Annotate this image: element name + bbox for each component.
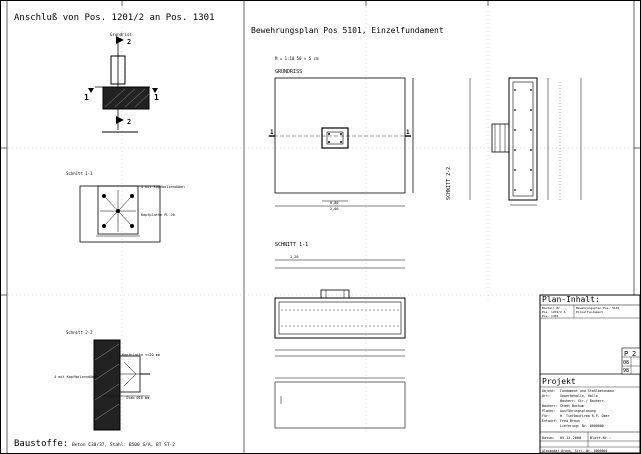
plan-inhalt-label: Plan-Inhalt:: [542, 295, 600, 304]
dim-080: 0,80: [330, 201, 338, 205]
tb-row-key: Planer:: [542, 409, 556, 413]
tb-row-key: Ort:: [542, 394, 550, 398]
tb-right-2: Einzelfundament: [576, 310, 603, 314]
schnitt-22-label: Schnitt 2-2: [66, 330, 93, 335]
tb-row-value: Fundament und Stahlbetonbau: [560, 389, 614, 393]
tb-row-key: Für:: [542, 414, 550, 418]
note-kopfplatte-t20: Kopfplatte t=20 mm: [122, 353, 160, 357]
datum-label: Datum:: [542, 436, 555, 440]
dim-200: 2,00: [330, 207, 338, 211]
baustoffe-detail: Beton C30/37, Stahl: B500 S/A, BT ST-2: [72, 442, 175, 448]
plan-marker-left: 1: [270, 129, 274, 136]
tb-row-key: Objekt:: [542, 389, 556, 393]
dotted-grid: [8, 7, 633, 432]
tb-row-value: Lieferung: Nr. 0000000: [560, 424, 604, 428]
note-stab: Stab Ø16 mm: [126, 395, 149, 400]
right-sheet-title: Bewehrungsplan Pos 5101, Einzelfundament: [251, 26, 444, 35]
plan-no-1: 2: [632, 350, 636, 358]
schnitt-11-label: Schnitt 1-1: [66, 171, 93, 176]
tb-row-key: Bauherr:: [542, 404, 558, 408]
schnitt-11-section: [274, 259, 406, 429]
tb-left-2: Pos. 1201/2 A: [542, 310, 566, 314]
plan-scale: M = 1:10 50 × 5 cm: [275, 56, 319, 61]
plan-no-2: 08: [623, 360, 629, 366]
tb-row-value: Fred Braun: [560, 419, 580, 423]
section-mark-bottom: 2: [127, 118, 131, 126]
note-kopfplatte: Kopfplatte PL 20: [141, 213, 175, 217]
footer-name: Alexander Braun, Strl.-Nr. 0000000: [542, 449, 607, 453]
note-kopfbolzen: 4 mit Kopfbolzendübel: [141, 185, 185, 189]
schnitt-22-detail: [93, 339, 150, 431]
schnitt-11-title: SCHNITT 1-1: [275, 242, 308, 248]
blatt-label: Blatt-Nr.:: [590, 436, 611, 440]
datum-value: 05.11.2000: [560, 436, 581, 440]
marker-1-right: 1: [154, 93, 159, 102]
foundation-plan: [268, 77, 414, 207]
tb-row-value: H. Tiefbaufirma R.P. Ober: [560, 414, 610, 418]
plan-no-prefix: P: [624, 350, 628, 358]
tb-right-1: Bewehrungsplan Pos. 5101: [576, 306, 620, 310]
dim-120: 1,20: [290, 255, 298, 259]
plan-marker-right: 1: [406, 129, 410, 136]
grundriss-label: Grundriss: [110, 32, 132, 37]
note-kopfbolzen-2: 4 mit Kopfbolzendübel: [54, 375, 98, 379]
tb-left-3: Pos. 1301: [542, 314, 558, 318]
baustoffe-label: Baustoffe:: [14, 439, 68, 449]
tb-left-1: Bauteil Nr.: [542, 306, 562, 310]
grundriss-detail: [88, 36, 158, 133]
tb-row-value: Ausführungsplanung: [560, 409, 596, 413]
tb-row-value: Stadt Bochum: [560, 404, 584, 408]
left-sheet-title: Anschluß von Pos. 1201/2 an Pos. 1301: [14, 13, 214, 23]
title-block: [539, 294, 641, 454]
marker-1-left: 1: [84, 93, 89, 102]
schnitt-11-detail: [79, 185, 161, 243]
tb-row-value: Gewerbehalle, Halle: [560, 394, 598, 398]
section-mark-top: 2: [127, 38, 131, 46]
tb-row-key: Entwurf:: [542, 419, 558, 423]
schnitt-22-section: [469, 77, 582, 206]
tb-row-value: Bauherr: Str./ Bauherr.: [560, 399, 606, 403]
plan-no-3: 98: [623, 368, 629, 374]
projekt-label: Projekt: [542, 377, 576, 386]
grundriss-title: GRUNDRISS: [275, 69, 302, 75]
schnitt-22-title: SCHNITT 2-2: [446, 167, 452, 200]
